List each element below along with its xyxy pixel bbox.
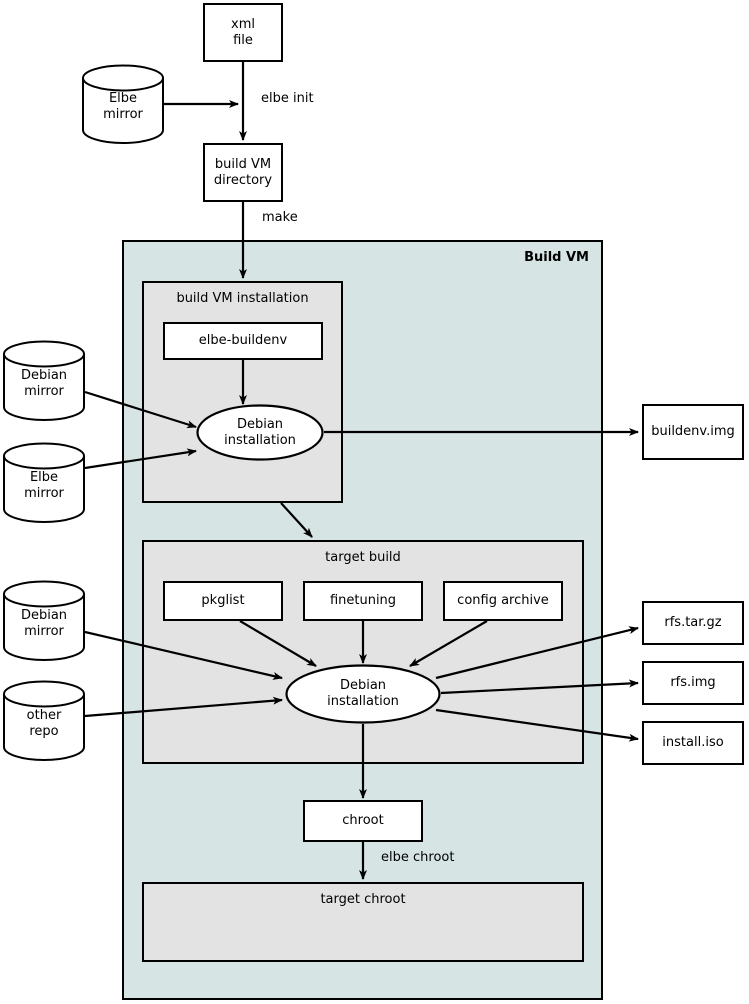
node-debian-installation-target: Debian installation (285, 664, 441, 724)
node-elbe-buildenv-label: elbe-buildenv (198, 333, 288, 349)
ellipse-shape (196, 404, 324, 461)
region-build-vm-installation-label: build VM installation (176, 291, 309, 306)
edge-label-make: make (262, 210, 298, 225)
node-config-archive: config archive (443, 581, 563, 621)
edge-label-elbe-chroot: elbe chroot (381, 850, 455, 865)
node-debian-mirror-lower: Debian mirror (2, 580, 86, 662)
ellipse-shape (285, 664, 441, 724)
node-elbe-mirror-lower: Elbe mirror (2, 442, 86, 524)
cylinder-shape (3, 580, 85, 661)
cylinder-shape (3, 340, 85, 421)
region-target-chroot: target chroot (142, 882, 584, 962)
node-debian-installation-buildenv: Debian installation (196, 404, 324, 461)
cylinder-shape (82, 64, 164, 144)
edge-label-elbe-init: elbe init (261, 91, 314, 106)
node-xml-file: xml file (203, 3, 283, 62)
node-pkglist: pkglist (163, 581, 283, 621)
node-elbe-mirror-top-label: Elbe mirror (103, 91, 143, 122)
node-buildenv-img-label: buildenv.img (651, 424, 735, 440)
node-install-iso: install.iso (642, 721, 744, 765)
node-elbe-mirror-lower-label: Elbe mirror (24, 470, 64, 501)
node-debian-installation-target-label: Debian installation (327, 678, 399, 709)
node-debian-installation-buildenv-label: Debian installation (224, 416, 296, 448)
region-target-chroot-label: target chroot (320, 892, 406, 907)
node-config-archive-label: config archive (457, 593, 549, 609)
region-build-vm-label: Build VM (524, 250, 589, 265)
node-rfs-img-label: rfs.img (670, 675, 716, 691)
node-build-vm-directory-label: build VM directory (213, 156, 273, 188)
node-pkglist-label: pkglist (201, 593, 245, 609)
node-build-vm-directory: build VM directory (203, 143, 283, 202)
region-target-build-label: target build (325, 550, 401, 565)
node-rfs-tar-gz: rfs.tar.gz (642, 601, 744, 645)
node-debian-mirror-upper-label: Debian mirror (20, 368, 68, 399)
node-elbe-buildenv: elbe-buildenv (163, 322, 323, 360)
node-chroot-label: chroot (342, 813, 384, 829)
cylinder-shape (3, 680, 85, 761)
node-finetuning-label: finetuning (329, 593, 397, 609)
node-rfs-tar-gz-label: rfs.tar.gz (664, 615, 722, 631)
region-build-vm-installation: build VM installation (142, 281, 343, 503)
node-debian-mirror-lower-label: Debian mirror (20, 608, 68, 639)
node-other-repo: other repo (2, 680, 86, 762)
node-finetuning: finetuning (303, 581, 423, 621)
cylinder-shape (3, 442, 85, 523)
node-rfs-img: rfs.img (642, 661, 744, 705)
node-chroot: chroot (303, 800, 423, 842)
node-buildenv-img: buildenv.img (642, 404, 744, 460)
node-elbe-mirror-top: Elbe mirror (81, 64, 165, 144)
node-other-repo-label: other repo (26, 708, 62, 739)
node-debian-mirror-upper: Debian mirror (2, 340, 86, 422)
region-target-build: target build (142, 540, 584, 764)
node-install-iso-label: install.iso (662, 735, 724, 751)
node-xml-file-label: xml file (231, 16, 255, 48)
